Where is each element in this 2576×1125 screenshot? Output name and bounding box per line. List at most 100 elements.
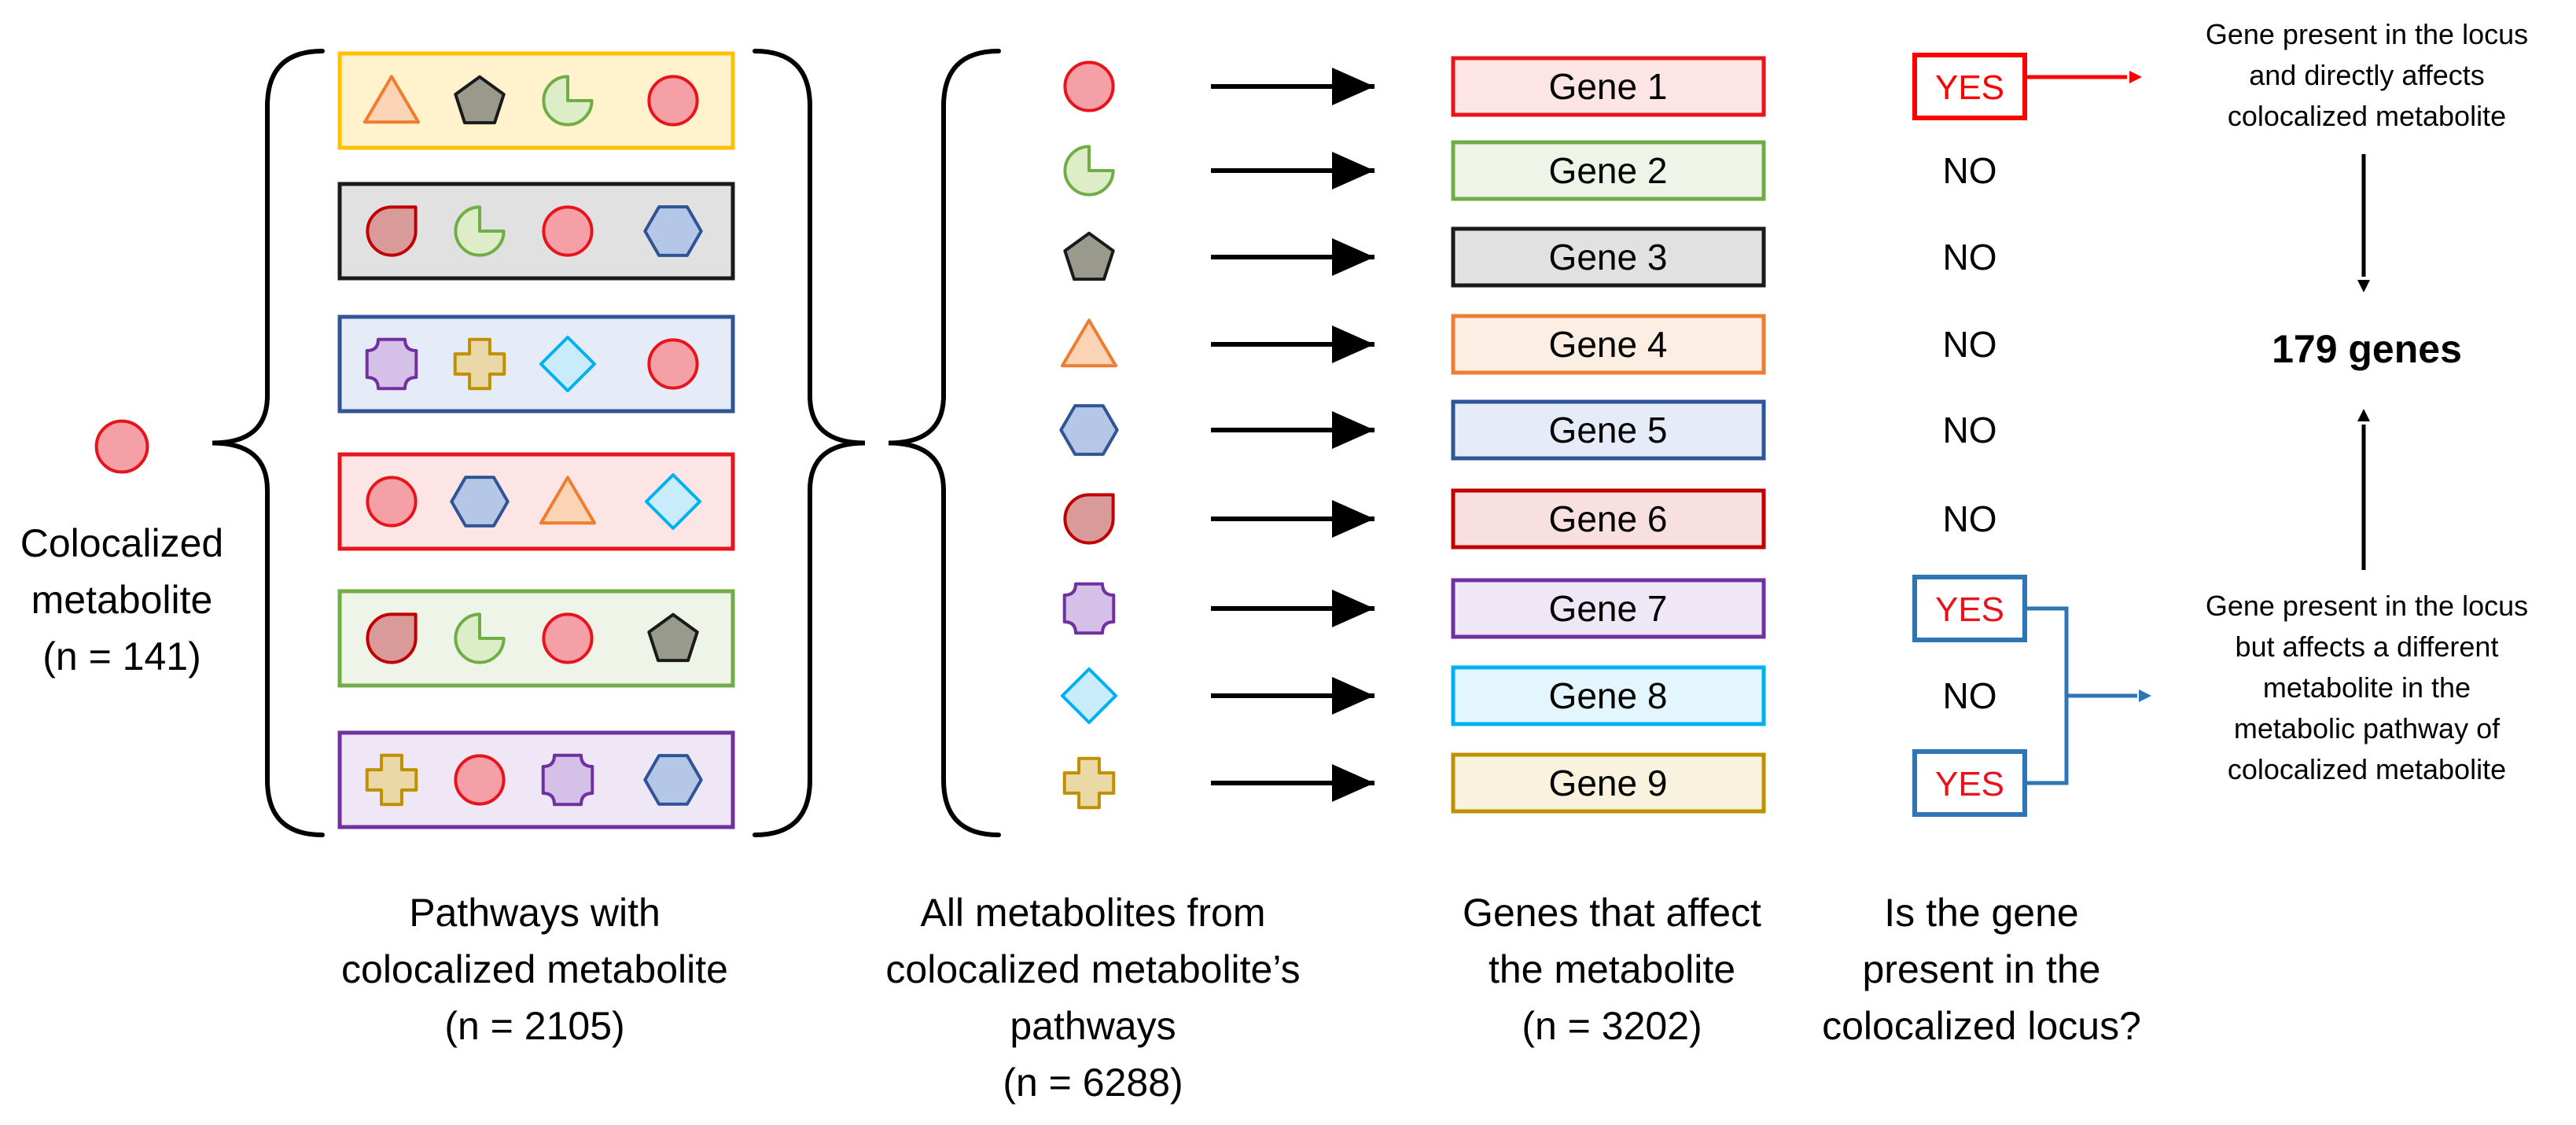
circle-icon xyxy=(1063,61,1115,112)
coloc-line-1: Colocalized xyxy=(20,521,224,565)
drop-icon xyxy=(366,612,418,664)
allmet-line-2: colocalized metabolite’s xyxy=(885,947,1301,991)
pentagon-icon xyxy=(454,75,506,125)
answer-no: NO xyxy=(1943,498,1997,539)
colocalized-metabolite-label: Colocalized metabolite (n = 141) xyxy=(0,515,244,685)
curly-brace xyxy=(888,49,1001,837)
gene-label: Gene 7 xyxy=(1549,588,1668,629)
genes-line-1: Genes that affect xyxy=(1463,891,1761,935)
triangle-icon xyxy=(539,476,596,525)
pacman-icon xyxy=(542,75,594,127)
down-arrowhead xyxy=(2357,280,2370,292)
diamond-icon xyxy=(1061,667,1117,724)
octagon-icon xyxy=(365,337,418,391)
coloc-line-2: metabolite xyxy=(31,578,213,622)
indirect-line-4: metabolic pathway of xyxy=(2233,712,2501,744)
circle-icon xyxy=(542,612,594,664)
question-line-3: colocalized locus? xyxy=(1822,1004,2141,1048)
answer-no: NO xyxy=(1943,675,1997,716)
result-count: 179 genes xyxy=(2272,327,2462,371)
cross-icon xyxy=(365,753,418,807)
gene-label: Gene 5 xyxy=(1549,410,1668,450)
blue-bracket xyxy=(2027,606,2069,785)
pathways-line-2: colocalized metabolite xyxy=(341,947,728,991)
gene-label: Gene 9 xyxy=(1549,763,1668,803)
question-line-2: present in the xyxy=(1862,947,2101,991)
circle-icon xyxy=(647,75,699,127)
gene-box xyxy=(1451,226,1766,288)
diamond-icon xyxy=(645,473,701,530)
yes-box xyxy=(1912,575,2027,642)
allmet-line-4: (n = 6288) xyxy=(1003,1061,1183,1105)
circle-icon xyxy=(94,419,149,474)
drop-icon xyxy=(1063,493,1115,545)
metabolite-column xyxy=(1059,61,1374,810)
gene-label: Gene 6 xyxy=(1549,498,1668,539)
pathways-line-1: Pathways with xyxy=(409,891,661,935)
hexagon-icon xyxy=(643,205,703,257)
circle-icon xyxy=(647,338,699,390)
genes-line-3: (n = 3202) xyxy=(1522,1004,1702,1048)
yes-box xyxy=(1912,53,2027,120)
hexagon-icon xyxy=(643,754,703,806)
direct-line-3: colocalized metabolite xyxy=(2227,100,2507,132)
gene-box xyxy=(1451,399,1766,461)
curly-brace xyxy=(753,49,866,837)
allmet-line-3: pathways xyxy=(1010,1004,1176,1048)
gene-label: Gene 8 xyxy=(1549,675,1668,716)
direct-line-1: Gene present in the locus xyxy=(2205,18,2529,50)
coloc-line-3: (n = 141) xyxy=(42,634,201,678)
octagon-icon xyxy=(1062,582,1116,635)
indirect-line-3: metabolite in the xyxy=(2262,671,2471,704)
indirect-line-5: colocalized metabolite xyxy=(2227,753,2507,785)
triangle-icon xyxy=(363,75,420,124)
curly-brace xyxy=(212,49,325,837)
gene-label: Gene 4 xyxy=(1549,324,1668,365)
connectors xyxy=(94,49,2370,837)
indirect-line-2: but affects a different xyxy=(2235,631,2499,663)
indirect-line-1: Gene present in the locus xyxy=(2205,590,2529,622)
pentagon-icon xyxy=(1063,231,1115,281)
cross-icon xyxy=(1062,756,1116,810)
pathway-boxes xyxy=(337,51,735,829)
diamond-icon xyxy=(539,336,596,392)
question-line-1: Is the gene xyxy=(1884,891,2079,935)
allmet-line-1: All metabolites from xyxy=(920,891,1266,935)
indirect-effect-note: Gene present in the locus but affects a … xyxy=(2123,586,2576,790)
pathways-line-3: (n = 2105) xyxy=(444,1004,625,1048)
gene-column: Gene 1 Gene 2 Gene 3 Gene 4 Gene 5 Gene 6 Gene… xyxy=(1451,56,1766,814)
gene-box xyxy=(1451,56,1766,117)
direct-effect-note: Gene present in the locus and directly a… xyxy=(2123,14,2576,137)
answer-no: NO xyxy=(1943,237,1997,278)
cross-icon xyxy=(453,337,506,391)
gene-label: Gene 3 xyxy=(1549,237,1668,278)
genes-caption: Genes that affect the metabolite (n = 32… xyxy=(1408,884,1816,1054)
answer-no: NO xyxy=(1943,150,1997,191)
answer-yes: YES xyxy=(1935,765,2004,803)
red-arrowhead xyxy=(2129,71,2142,83)
gene-box xyxy=(1451,314,1766,375)
pacman-icon xyxy=(454,205,506,257)
answer-no: NO xyxy=(1943,324,1997,365)
circle-icon xyxy=(454,754,506,806)
circle-icon xyxy=(366,476,418,528)
hexagon-icon xyxy=(450,476,510,528)
gene-label: Gene 2 xyxy=(1549,150,1668,191)
gene-box xyxy=(1451,488,1766,550)
yes-box xyxy=(1912,749,2027,817)
question-caption: Is the gene present in the colocalized l… xyxy=(1769,884,2194,1054)
gene-label: Gene 1 xyxy=(1549,66,1668,107)
direct-line-2: and directly affects xyxy=(2249,59,2485,91)
hexagon-icon xyxy=(1059,404,1119,456)
gene-box xyxy=(1451,752,1766,814)
circle-icon xyxy=(542,205,594,257)
pacman-icon xyxy=(454,612,506,664)
answer-yes: YES xyxy=(1935,590,2004,629)
pentagon-icon xyxy=(647,612,699,663)
triangle-icon xyxy=(1061,318,1117,368)
gene-box xyxy=(1451,578,1766,639)
blue-arrowhead xyxy=(2139,689,2151,702)
pathways-caption: Pathways with colocalized metabolite (n … xyxy=(307,884,763,1054)
